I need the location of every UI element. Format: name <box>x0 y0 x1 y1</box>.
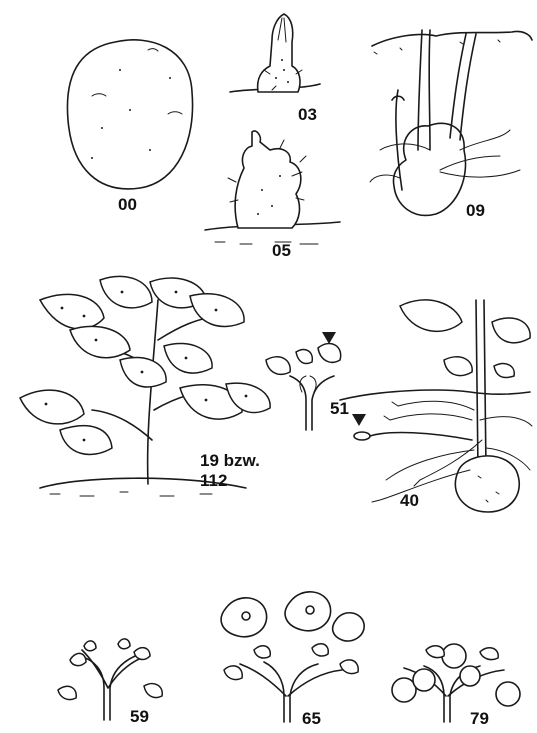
stage-19-leafy-plant: 19 bzw. 112 <box>20 276 270 496</box>
stage-label-59: 59 <box>130 707 149 726</box>
stage-label-51: 51 <box>330 399 349 418</box>
stage-09-emergence: 09 <box>370 30 532 220</box>
stage-label-19: 19 bzw. <box>200 451 260 470</box>
stage-51-indicator-arrow <box>322 332 336 344</box>
stage-label-05: 05 <box>272 241 291 260</box>
stage-label-09: 09 <box>466 201 485 220</box>
stage-label-03: 03 <box>298 105 317 124</box>
stage-label-40: 40 <box>400 491 419 510</box>
stage-00-tuber: 00 <box>67 40 192 214</box>
stage-05-sprout: 05 <box>205 131 340 260</box>
stage-40-tuber-formation: 40 <box>340 300 532 512</box>
stage-40-indicator-arrow <box>352 414 366 426</box>
stage-79-berries: 79 <box>392 644 520 728</box>
stage-03-sprout: 03 <box>230 14 320 124</box>
stage-51-flower-bud: 51 <box>266 332 349 430</box>
stage-label-00: 00 <box>118 195 137 214</box>
stage-label-79: 79 <box>470 709 489 728</box>
stage-59-inflorescence: 59 <box>58 639 162 726</box>
stage-label-112: 112 <box>200 471 227 490</box>
stage-label-65: 65 <box>302 709 321 728</box>
stage-65-flowering: 65 <box>221 592 364 728</box>
